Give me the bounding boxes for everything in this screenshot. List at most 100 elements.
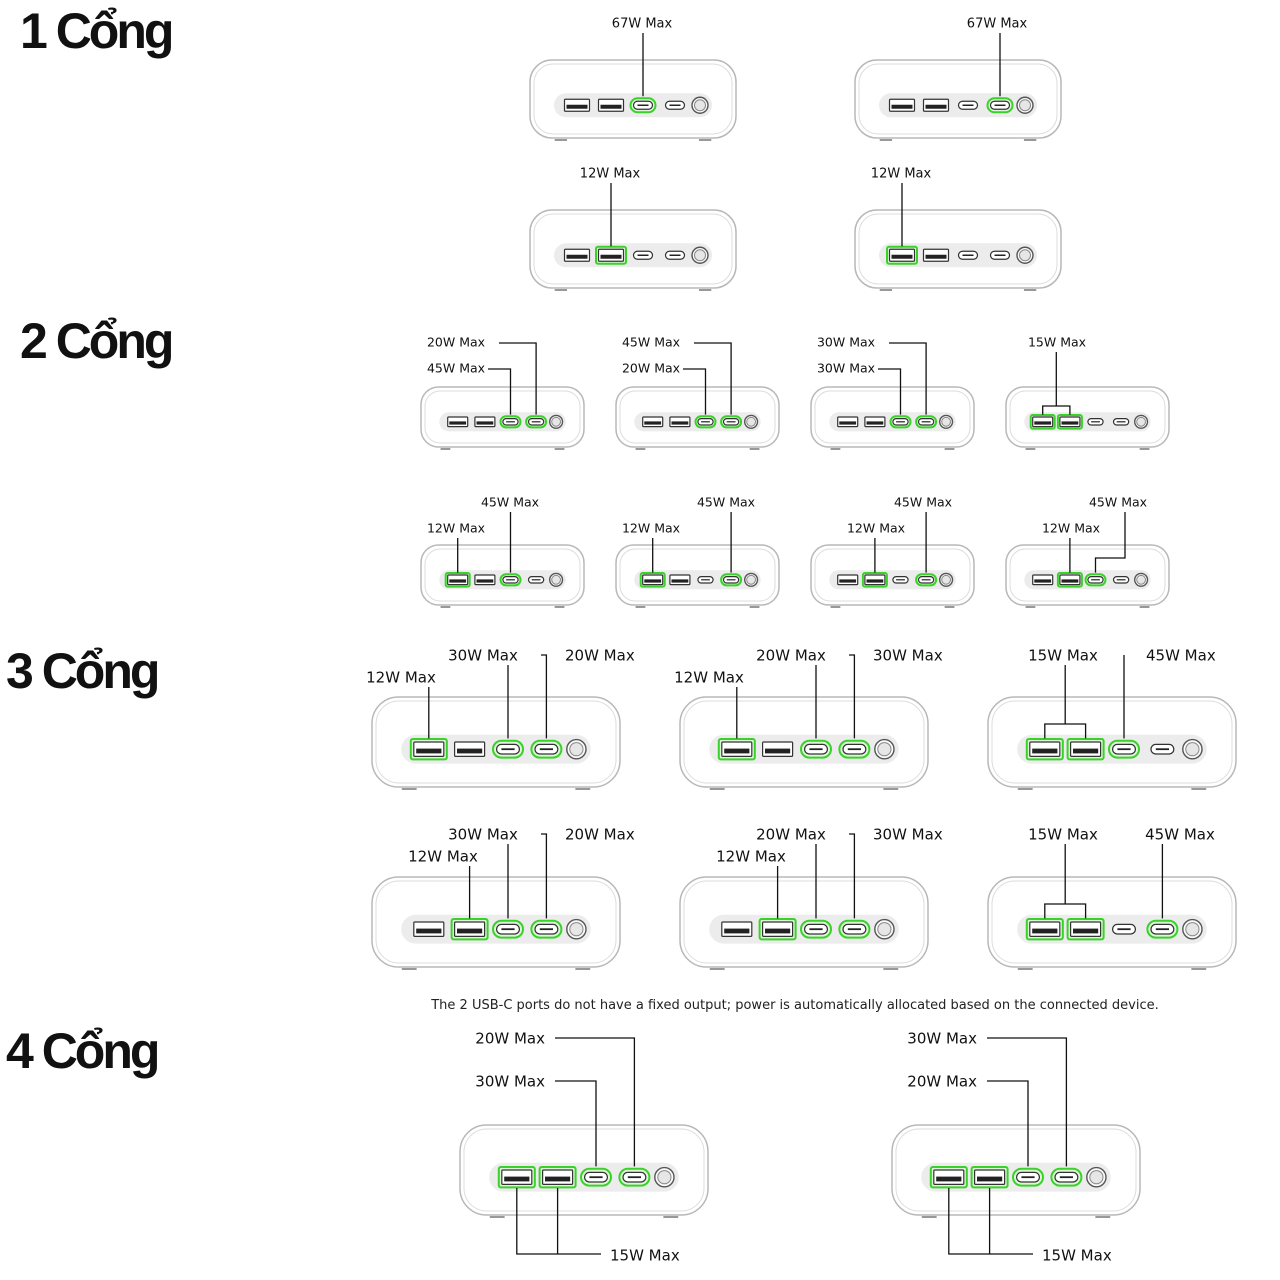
power-label: 45W Max bbox=[697, 494, 755, 509]
power-button-core bbox=[941, 416, 951, 427]
power-button-core bbox=[877, 742, 892, 757]
power-bank-inner-edge bbox=[1009, 390, 1166, 444]
power-button-core bbox=[569, 742, 584, 757]
usb-a-tongue bbox=[457, 748, 483, 754]
power-bank-inner-edge bbox=[619, 390, 776, 444]
power-button-core bbox=[694, 249, 706, 262]
power-label: 12W Max bbox=[847, 520, 905, 535]
power-label: 30W Max bbox=[907, 1029, 977, 1047]
power-label: 12W Max bbox=[674, 668, 744, 686]
usb-a-tongue bbox=[600, 254, 622, 259]
power-bank-inner-edge bbox=[858, 63, 1058, 135]
usb-a-tongue bbox=[891, 104, 913, 109]
power-button-core bbox=[1185, 922, 1200, 937]
power-button-core bbox=[1136, 574, 1146, 585]
leader-line bbox=[541, 833, 548, 919]
usb-a-tongue bbox=[936, 1176, 962, 1182]
power-label: 15W Max bbox=[1042, 1246, 1112, 1264]
usb-a-tongue bbox=[765, 928, 791, 934]
leader-line bbox=[987, 1080, 1029, 1167]
leader-line bbox=[1094, 512, 1126, 573]
power-button-core bbox=[1089, 1170, 1104, 1185]
power-label: 30W Max bbox=[817, 334, 875, 349]
leader-line bbox=[541, 654, 548, 739]
power-bank-inner-edge bbox=[533, 63, 733, 135]
usb-a-tongue bbox=[1034, 421, 1052, 425]
power-bank-inner-edge bbox=[858, 213, 1058, 285]
leader-line bbox=[488, 368, 512, 415]
leader-line bbox=[849, 654, 856, 739]
power-label: 30W Max bbox=[873, 825, 943, 843]
leader-line bbox=[1044, 903, 1087, 919]
power-label: 12W Max bbox=[622, 520, 680, 535]
usb-a-tongue bbox=[566, 104, 588, 109]
usb-a-tongue bbox=[671, 579, 689, 583]
power-bank-inner-edge bbox=[424, 548, 581, 602]
power-bank-inner-edge bbox=[814, 390, 971, 444]
usb-a-tongue bbox=[1032, 928, 1058, 934]
usb-a-tongue bbox=[671, 421, 689, 425]
usb-a-tongue bbox=[566, 254, 588, 259]
power-bank-diagram: 12W Max bbox=[854, 167, 1062, 291]
section-title-3-ports: 3 Cổng bbox=[6, 643, 160, 699]
usb-a-tongue bbox=[416, 928, 442, 934]
power-button-core bbox=[551, 416, 561, 427]
usb-a-tongue bbox=[1073, 748, 1099, 754]
leader-line bbox=[694, 342, 732, 415]
usb-a-tongue bbox=[504, 1176, 530, 1182]
power-button-core bbox=[941, 574, 951, 585]
power-button-core bbox=[877, 922, 892, 937]
power-bank-inner-edge bbox=[463, 1128, 705, 1212]
usb-a-tongue bbox=[724, 748, 750, 754]
power-button-core bbox=[1019, 249, 1031, 262]
power-bank-diagram: 15W Max bbox=[1005, 334, 1170, 450]
usb-a-tongue bbox=[925, 104, 947, 109]
usb-a-tongue bbox=[416, 748, 442, 754]
usb-a-tongue bbox=[891, 254, 913, 259]
power-label: 67W Max bbox=[612, 17, 673, 32]
leader-line bbox=[878, 368, 902, 415]
power-label: 45W Max bbox=[1146, 646, 1216, 664]
usb-a-tongue bbox=[866, 579, 884, 583]
leader-line bbox=[1042, 405, 1071, 415]
usb-a-tongue bbox=[866, 421, 884, 425]
power-label: 15W Max bbox=[1028, 825, 1098, 843]
power-label: 30W Max bbox=[475, 1072, 545, 1090]
power-button-core bbox=[569, 922, 584, 937]
power-label: 20W Max bbox=[565, 646, 635, 664]
power-label: 45W Max bbox=[1089, 494, 1147, 509]
power-button-core bbox=[746, 574, 756, 585]
leader-line bbox=[1044, 723, 1087, 739]
section-title-4-ports: 4 Cổng bbox=[6, 1023, 160, 1079]
power-bank-inner-edge bbox=[533, 213, 733, 285]
power-label: 15W Max bbox=[1028, 334, 1086, 349]
power-label: 45W Max bbox=[622, 334, 680, 349]
power-button-core bbox=[551, 574, 561, 585]
usb-a-tongue bbox=[1034, 579, 1052, 583]
usb-c-allocation-note: The 2 USB-C ports do not have a fixed ou… bbox=[431, 998, 1159, 1013]
power-bank-inner-edge bbox=[683, 880, 925, 964]
power-label: 12W Max bbox=[580, 167, 641, 182]
leader-line bbox=[849, 833, 856, 919]
power-bank-inner-edge bbox=[991, 700, 1233, 784]
power-label: 67W Max bbox=[967, 17, 1028, 32]
power-label: 12W Max bbox=[871, 167, 932, 182]
power-bank-diagram: 67W Max bbox=[529, 17, 737, 141]
power-bank-inner-edge bbox=[375, 700, 617, 784]
power-label: 12W Max bbox=[716, 847, 786, 865]
power-button-core bbox=[657, 1170, 672, 1185]
power-bank-inner-edge bbox=[895, 1128, 1137, 1212]
usb-a-tongue bbox=[457, 928, 483, 934]
power-label: 20W Max bbox=[756, 646, 826, 664]
power-button-core bbox=[1019, 99, 1031, 112]
power-label: 30W Max bbox=[448, 646, 518, 664]
power-button-core bbox=[1136, 416, 1146, 427]
